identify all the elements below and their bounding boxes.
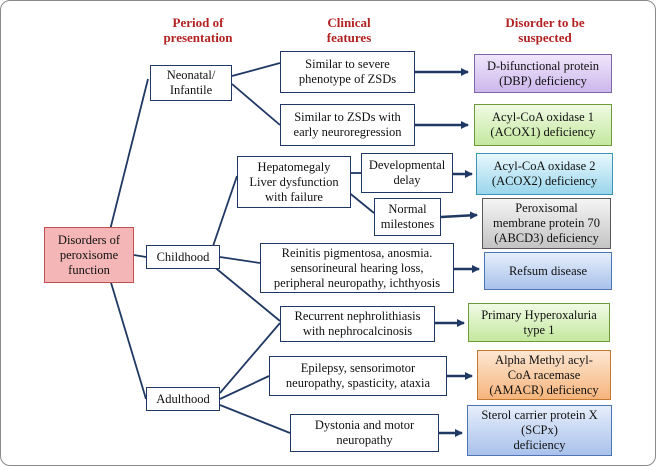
feature-severe-zsd-box: Similar to severe phenotype of ZSDs (280, 51, 415, 93)
link-root-neonatal (105, 78, 149, 247)
disorder-dbp-box: D-bifunctional protein (DBP) deficiency (474, 54, 612, 93)
disorder-abcd3-box: Peroxisomal membrane protein 70 (ABCD3) … (482, 198, 611, 249)
feature-nephrolithiasis-box: Recurrent nephrolithiasis with nephrocal… (280, 306, 435, 342)
root-disorders-box: Disorders of peroxisome function (44, 227, 134, 283)
link-hepatomegaly-normal (346, 190, 375, 214)
feature-developmental-delay-box: Developmental delay (361, 153, 453, 193)
feature-normal-milestones-box: Normal milestones (374, 198, 441, 236)
disorder-acox1-box: Acyl-CoA oxidase 1 (ACOX1) deficiency (474, 104, 612, 146)
link-childhood-hepatomegaly (211, 175, 238, 250)
feature-dystonia-box: Dystonia and motor neuropathy (290, 414, 439, 452)
period-childhood-box: Childhood (146, 245, 220, 269)
disorder-refsum-box: Refsum disease (484, 252, 612, 290)
link-root-adulthood (105, 265, 147, 400)
feature-epilepsy-box: Epilepsy, sensorimotor neuropathy, spast… (269, 356, 447, 396)
arrow-normal-abcd3 (440, 211, 478, 220)
link-root-childhood (133, 254, 147, 258)
link-adulthood-nephrolithiasis (219, 322, 281, 394)
header-period: Period of presentation (163, 15, 233, 45)
feature-retinitis-box: Reinitis pigmentosa, anosmia. sensorineu… (260, 243, 454, 293)
link-adulthood-dystonia (219, 404, 291, 434)
feature-hepatomegaly-box: Hepatomegaly Liver dysfunction with fail… (237, 156, 351, 208)
link-neonatal-regression (231, 83, 281, 126)
feature-zsd-neuroregression-box: Similar to ZSDs with early neuroregressi… (280, 104, 415, 146)
disorder-amacr-box: Alpha Methyl acyl- CoA racemase (AMACR) … (477, 350, 611, 400)
disorder-scpx-box: Sterol carrier protein X (SCPx) deficien… (467, 405, 612, 456)
link-neonatal-severe (231, 62, 281, 77)
period-adulthood-box: Adulthood (146, 387, 220, 411)
link-childhood-retinitis (219, 256, 261, 264)
disorder-hyperoxaluria-box: Primary Hyperoxaluria type 1 (468, 303, 610, 342)
link-childhood-nephrolithiasis (211, 264, 281, 322)
period-neonatal-box: Neonatal/ Infantile (150, 65, 232, 101)
header-clinical: Clinical features (326, 15, 372, 45)
disorder-acox2-box: Acyl-CoA oxidase 2 (ACOX2) deficiency (476, 153, 613, 195)
header-disorder: Disorder to be suspected (505, 15, 585, 45)
link-adulthood-epilepsy (219, 375, 270, 400)
